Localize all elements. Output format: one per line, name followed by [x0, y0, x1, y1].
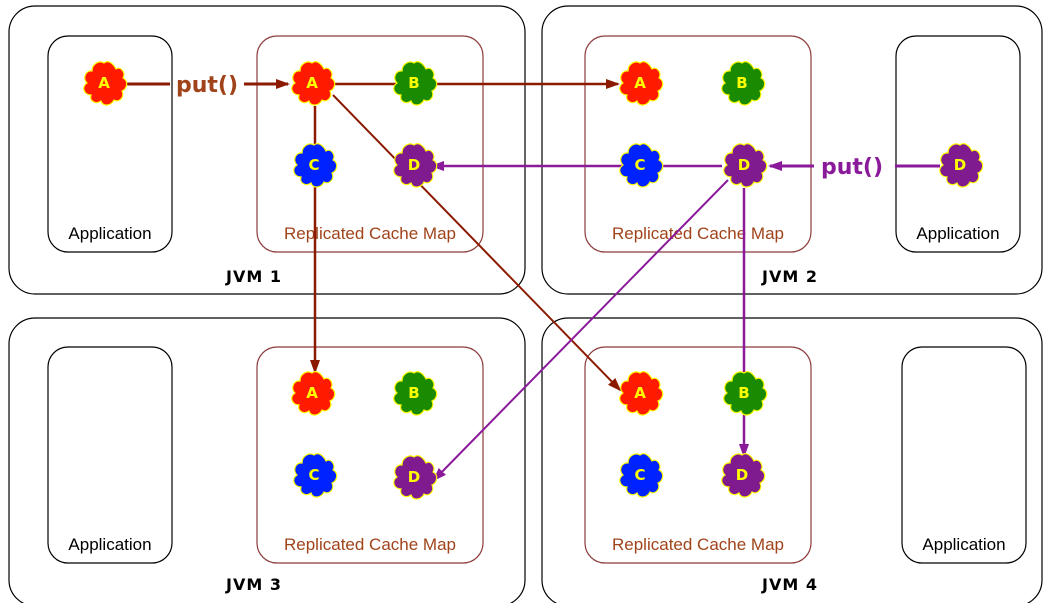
jvm-4-label: JVM 4	[761, 575, 818, 594]
cache-entry-d: D	[393, 455, 438, 500]
cache-entry-c: C	[619, 143, 664, 188]
cache-map-box-jvm2	[584, 35, 812, 253]
cache-entry-a: A	[83, 61, 128, 106]
application-box-jvm3	[47, 346, 173, 564]
jvm-1-label: JVM 1	[225, 267, 282, 286]
application-label-jvm3: Application	[68, 535, 151, 554]
cache-map-box-jvm4	[584, 346, 812, 564]
cache-map-box-jvm1	[256, 35, 484, 253]
cache-map-label-jvm4: Replicated Cache Map	[612, 535, 784, 554]
cache-map-box-jvm3	[256, 346, 484, 564]
svg-text:A: A	[98, 74, 110, 92]
put-label-jvm1: put()	[176, 73, 238, 98]
cache-entry-c: C	[293, 453, 338, 498]
svg-text:A: A	[306, 74, 318, 92]
cache-entry-a: A	[291, 61, 336, 106]
svg-text:B: B	[736, 74, 747, 92]
svg-text:D: D	[736, 466, 748, 484]
cache-entry-b: B	[393, 371, 438, 416]
cache-entry-d: D	[721, 453, 766, 498]
cache-entry-c: C	[619, 453, 664, 498]
arrow-d-jvm2-to-jvm3	[432, 179, 729, 482]
jvm-3-label: JVM 3	[225, 575, 282, 594]
cache-entry-d: D	[723, 143, 768, 188]
svg-text:C: C	[308, 466, 319, 484]
svg-text:D: D	[738, 156, 750, 174]
svg-text:B: B	[408, 74, 419, 92]
svg-text:B: B	[738, 384, 749, 402]
jvm-2-label: JVM 2	[761, 267, 818, 286]
svg-text:A: A	[306, 384, 318, 402]
application-label-jvm4: Application	[922, 535, 1005, 554]
cache-entry-d: D	[393, 143, 438, 188]
cache-entry-b: B	[723, 371, 768, 416]
cache-map-label-jvm3: Replicated Cache Map	[284, 535, 456, 554]
svg-text:D: D	[408, 468, 420, 486]
svg-text:D: D	[408, 156, 420, 174]
application-label-jvm1: Application	[68, 224, 151, 243]
cache-entry-b: B	[393, 61, 438, 106]
cache-entry-c: C	[293, 143, 338, 188]
svg-text:C: C	[634, 156, 645, 174]
put-label-jvm2: put()	[821, 155, 883, 180]
cache-entry-a: A	[619, 371, 664, 416]
cache-map-label-jvm1: Replicated Cache Map	[284, 224, 456, 243]
application-label-jvm2: Application	[916, 224, 999, 243]
arrow-a-jvm1-to-jvm4	[332, 94, 622, 392]
cache-map-label-jvm2: Replicated Cache Map	[612, 224, 784, 243]
svg-text:C: C	[634, 466, 645, 484]
application-box-jvm4	[901, 346, 1027, 564]
cache-entry-a: A	[291, 371, 336, 416]
application-box-jvm1	[47, 35, 173, 253]
svg-text:B: B	[408, 384, 419, 402]
replication-arrows-a	[124, 79, 622, 392]
svg-text:A: A	[634, 74, 646, 92]
svg-text:A: A	[634, 384, 646, 402]
cache-entry-d: D	[939, 143, 984, 188]
cache-entry-b: B	[721, 61, 766, 106]
cache-entry-a: A	[619, 61, 664, 106]
svg-text:C: C	[308, 156, 319, 174]
svg-text:D: D	[954, 156, 966, 174]
